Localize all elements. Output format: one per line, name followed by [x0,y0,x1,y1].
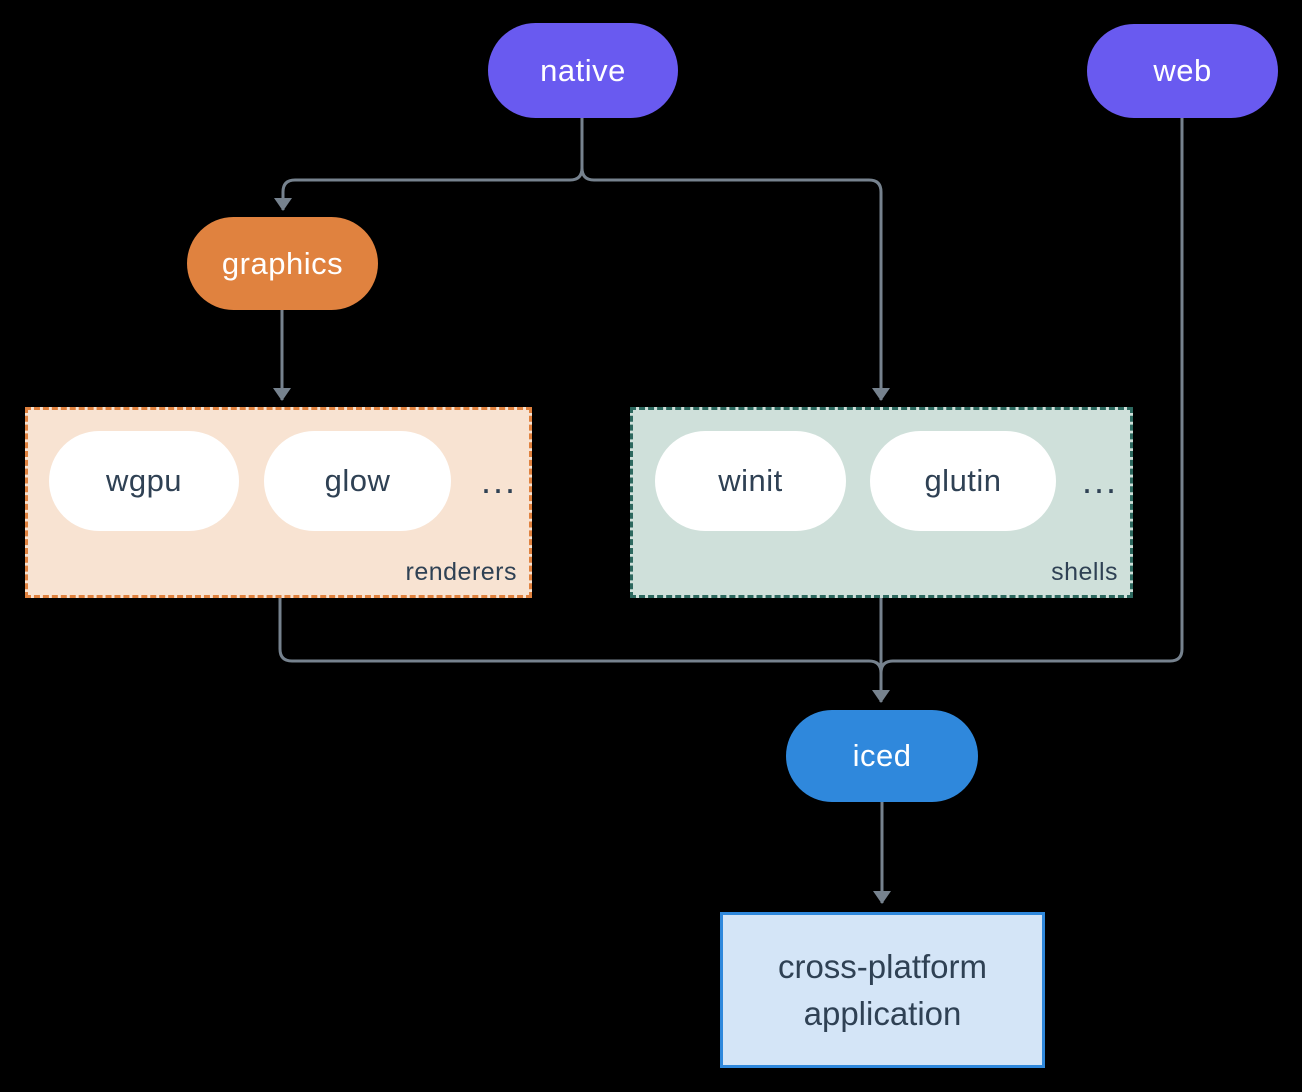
group-shells: winit glutin ... shells [630,407,1133,598]
application-label-line1: cross-platform [777,948,988,985]
edge-web-iced [879,118,1184,688]
node-iced: iced [786,710,978,802]
node-iced-label: iced [852,738,912,773]
node-native-label: native [540,52,626,88]
node-native: native [488,23,678,118]
node-winit: winit [655,431,846,531]
node-web: web [1087,24,1278,118]
node-glutin-label: glutin [924,463,1002,498]
node-glutin: glutin [870,431,1056,531]
node-winit-label: winit [718,463,783,498]
edge-renderers-iced [278,598,883,688]
node-graphics-label: graphics [221,245,344,281]
node-web-label: web [1153,53,1212,88]
renderers-group-label: renderers [405,558,517,586]
renderers-ellipsis: ... [480,460,517,501]
edge-native-shells [580,118,890,401]
node-wgpu: wgpu [49,431,239,531]
shells-ellipsis: ... [1081,460,1118,501]
edge-native-graphics [274,118,584,211]
shells-group-label: shells [1051,558,1118,586]
node-glow-label: glow [324,463,391,498]
node-wgpu-label: wgpu [105,463,183,498]
application-label-line2: application [803,995,962,1032]
group-renderers: wgpu glow ... renderers [25,407,532,598]
node-glow: glow [264,431,451,531]
node-graphics: graphics [187,217,378,310]
node-application: cross-platform application [720,912,1045,1068]
